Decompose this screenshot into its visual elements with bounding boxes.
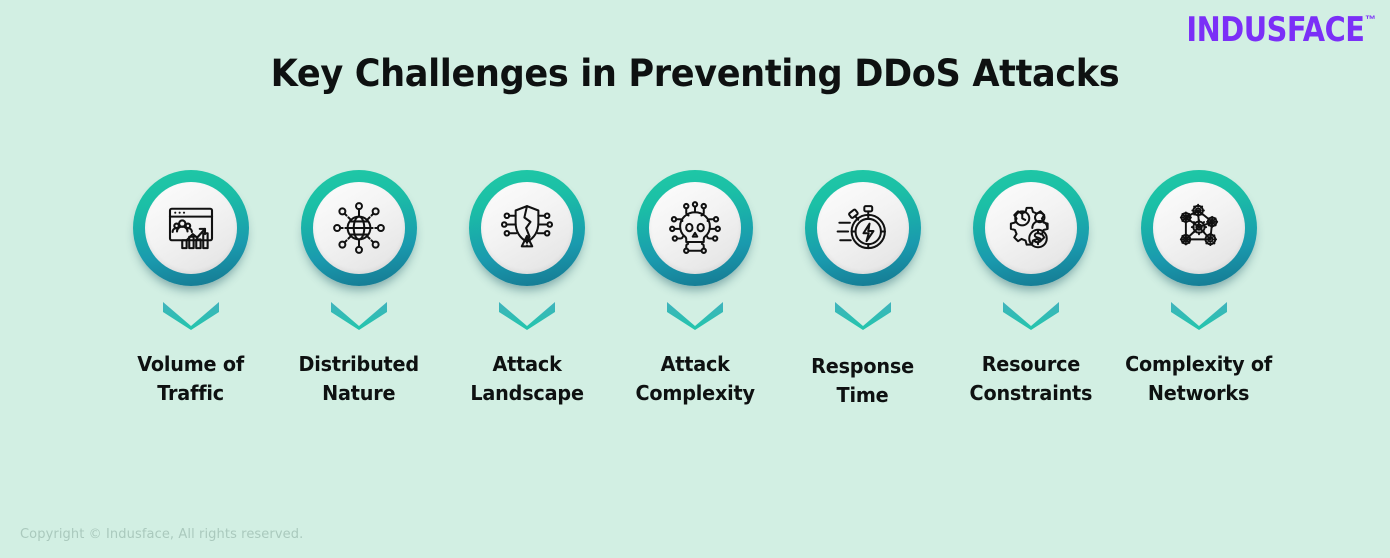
challenge-label: Attack Complexity bbox=[635, 352, 755, 405]
icon-medallion-inner bbox=[481, 182, 573, 274]
icon-medallion bbox=[973, 170, 1089, 286]
connected-gears-network-icon bbox=[1171, 200, 1227, 256]
icon-medallion-inner bbox=[313, 182, 405, 274]
icon-medallion bbox=[301, 170, 417, 286]
skull-circuit-icon bbox=[667, 200, 723, 256]
indusface-logo[interactable]: INDUSFACE ™ bbox=[1179, 13, 1376, 47]
challenge-item-resource-constraints[interactable]: Resource Constraints bbox=[947, 170, 1115, 408]
challenge-item-complexity-of-networks[interactable]: Complexity of Networks bbox=[1115, 170, 1283, 408]
challenge-item-volume-of-traffic[interactable]: Volume of Traffic bbox=[107, 170, 275, 408]
footer-copyright: Copyright © Indusface, All rights reserv… bbox=[20, 527, 304, 542]
chevron-down-icon bbox=[331, 300, 387, 330]
gear-clock-person-dollar-icon bbox=[1003, 200, 1059, 256]
broken-shield-warning-icon bbox=[499, 200, 555, 256]
challenge-label: Attack Landscape bbox=[470, 352, 584, 405]
icon-medallion-inner bbox=[817, 182, 909, 274]
challenge-label: Distributed Nature bbox=[298, 352, 420, 405]
challenge-item-response-time[interactable]: Response Time bbox=[779, 170, 947, 410]
brand-wordmark: INDUSFACE bbox=[1185, 10, 1364, 50]
chevron-down-icon bbox=[499, 300, 555, 330]
icon-medallion bbox=[1141, 170, 1257, 286]
challenge-label: Response Time bbox=[811, 354, 915, 407]
challenge-item-attack-landscape[interactable]: Attack Landscape bbox=[443, 170, 611, 408]
icon-medallion-inner bbox=[649, 182, 741, 274]
challenges-row: Volume of Traffic bbox=[0, 170, 1390, 440]
challenge-item-distributed-nature[interactable]: Distributed Nature bbox=[275, 170, 443, 408]
icon-medallion bbox=[469, 170, 585, 286]
challenge-label: Resource Constraints bbox=[969, 352, 1093, 405]
chevron-down-icon bbox=[1003, 300, 1059, 330]
icon-medallion-inner bbox=[145, 182, 237, 274]
icon-medallion-inner bbox=[1153, 182, 1245, 274]
icon-medallion-inner bbox=[985, 182, 1077, 274]
icon-medallion bbox=[133, 170, 249, 286]
challenge-label: Volume of Traffic bbox=[137, 352, 245, 405]
challenge-item-attack-complexity[interactable]: Attack Complexity bbox=[611, 170, 779, 408]
icon-medallion bbox=[805, 170, 921, 286]
icon-medallion bbox=[637, 170, 753, 286]
chevron-down-icon bbox=[835, 300, 891, 330]
challenge-label: Complexity of Networks bbox=[1125, 352, 1273, 405]
globe-network-nodes-icon bbox=[331, 200, 387, 256]
stopwatch-lightning-icon bbox=[835, 200, 891, 256]
page-title: Key Challenges in Preventing DDoS Attack… bbox=[270, 52, 1120, 95]
traffic-analytics-window-icon bbox=[163, 200, 219, 256]
chevron-down-icon bbox=[667, 300, 723, 330]
trademark-symbol: ™ bbox=[1365, 14, 1376, 26]
chevron-down-icon bbox=[1171, 300, 1227, 330]
chevron-down-icon bbox=[163, 300, 219, 330]
